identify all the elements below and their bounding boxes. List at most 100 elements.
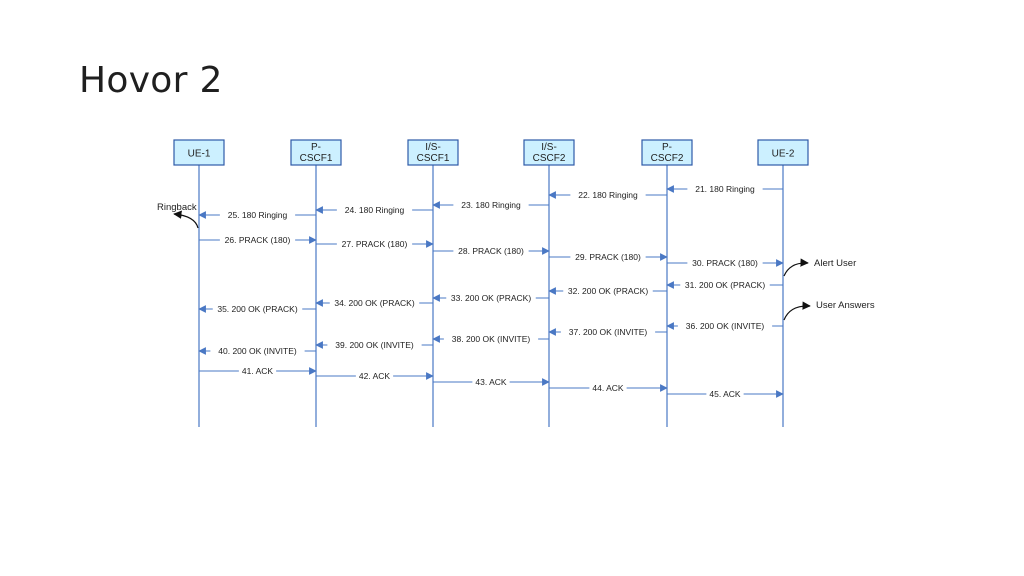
entity-box-pcscf2 bbox=[641, 139, 693, 166]
message-label-bg bbox=[238, 365, 277, 375]
entity-label-iscscf2: I/S- bbox=[541, 142, 557, 153]
message-label: 25. 180 Ringing bbox=[228, 210, 288, 220]
message-label-bg bbox=[336, 238, 413, 248]
message-label-bg bbox=[210, 345, 305, 355]
slide-title: Hovor 2 bbox=[79, 60, 223, 101]
message-23: 23. 180 Ringing bbox=[432, 199, 549, 210]
message-37: 37. 200 OK (INVITE) bbox=[548, 326, 667, 337]
message-label-bg bbox=[219, 234, 296, 244]
message-32: 32. 200 OK (PRACK) bbox=[548, 285, 667, 296]
message-label-bg bbox=[446, 292, 536, 302]
entity-box-iscscf1 bbox=[407, 139, 459, 166]
note-alert-user: Alert User bbox=[783, 258, 856, 277]
message-label: 26. PRACK (180) bbox=[225, 235, 291, 245]
message-label-bg bbox=[589, 382, 627, 392]
message-label-bg bbox=[687, 257, 763, 267]
message-42: 42. ACK bbox=[316, 370, 434, 381]
note-label: Alert User bbox=[814, 258, 856, 269]
note-ringback: Ringback bbox=[157, 202, 199, 229]
entity-label-pcscf2: P- bbox=[662, 142, 672, 153]
message-44: 44. ACK bbox=[549, 382, 668, 393]
message-label-bg bbox=[336, 204, 413, 214]
message-label-bg bbox=[570, 189, 646, 199]
message-29: 29. PRACK (180) bbox=[549, 251, 668, 262]
entity-box-ue2 bbox=[757, 139, 809, 166]
note-arrow bbox=[173, 210, 199, 229]
note-arrow bbox=[783, 258, 809, 277]
message-label: 21. 180 Ringing bbox=[695, 184, 755, 194]
entity-label-iscscf1: I/S- bbox=[425, 142, 441, 153]
message-label: 44. ACK bbox=[592, 383, 624, 393]
message-label: 32. 200 OK (PRACK) bbox=[568, 286, 648, 296]
entity-box-pcscf1 bbox=[290, 139, 342, 166]
note-user-answers: User Answers bbox=[783, 300, 875, 321]
message-30: 30. PRACK (180) bbox=[667, 257, 784, 268]
message-label: 23. 180 Ringing bbox=[461, 200, 521, 210]
message-label-bg bbox=[329, 297, 420, 307]
message-label-bg bbox=[219, 209, 296, 219]
message-27: 27. PRACK (180) bbox=[316, 238, 434, 249]
message-label: 27. PRACK (180) bbox=[342, 239, 408, 249]
message-41: 41. ACK bbox=[199, 365, 317, 376]
message-label-bg bbox=[677, 320, 773, 330]
entity-label-pcscf1: P- bbox=[311, 142, 321, 153]
message-label: 22. 180 Ringing bbox=[578, 190, 638, 200]
message-label: 36. 200 OK (INVITE) bbox=[686, 321, 765, 331]
message-label: 42. ACK bbox=[359, 371, 391, 381]
entity-label-ue2: UE-2 bbox=[772, 149, 795, 160]
message-label-bg bbox=[453, 199, 529, 209]
message-label-bg bbox=[570, 251, 646, 261]
message-label: 41. ACK bbox=[242, 366, 274, 376]
message-label: 35. 200 OK (PRACK) bbox=[217, 304, 297, 314]
message-label: 30. PRACK (180) bbox=[692, 258, 758, 268]
message-label: 39. 200 OK (INVITE) bbox=[335, 340, 414, 350]
note-label: Ringback bbox=[157, 202, 197, 213]
message-36: 36. 200 OK (INVITE) bbox=[666, 320, 783, 331]
message-26: 26. PRACK (180) bbox=[199, 234, 317, 245]
entity-label-pcscf2: CSCF2 bbox=[651, 153, 684, 164]
message-label-bg bbox=[327, 339, 422, 349]
entity-label-ue1: UE-1 bbox=[188, 149, 211, 160]
message-label: 38. 200 OK (INVITE) bbox=[452, 334, 531, 344]
message-label: 37. 200 OK (INVITE) bbox=[569, 327, 648, 337]
message-label-bg bbox=[443, 333, 539, 343]
message-22: 22. 180 Ringing bbox=[548, 189, 667, 200]
entity-box-ue1 bbox=[173, 139, 225, 166]
entity-box-iscscf2 bbox=[523, 139, 575, 166]
note-arrow bbox=[783, 301, 811, 321]
message-label-bg bbox=[560, 326, 656, 336]
message-label-bg bbox=[706, 388, 744, 398]
message-label-bg bbox=[472, 376, 510, 386]
message-label: 34. 200 OK (PRACK) bbox=[334, 298, 414, 308]
message-25: 25. 180 Ringing bbox=[198, 209, 316, 220]
message-label: 45. ACK bbox=[709, 389, 741, 399]
message-label: 33. 200 OK (PRACK) bbox=[451, 293, 531, 303]
entity-label-pcscf1: CSCF1 bbox=[300, 153, 333, 164]
message-31: 31. 200 OK (PRACK) bbox=[666, 279, 783, 290]
message-label: 29. PRACK (180) bbox=[575, 252, 641, 262]
message-label: 28. PRACK (180) bbox=[458, 246, 524, 256]
message-label: 43. ACK bbox=[475, 377, 507, 387]
message-39: 39. 200 OK (INVITE) bbox=[315, 339, 433, 350]
message-28: 28. PRACK (180) bbox=[433, 245, 550, 256]
message-label-bg bbox=[687, 183, 763, 193]
message-label: 24. 180 Ringing bbox=[345, 205, 405, 215]
message-21: 21. 180 Ringing bbox=[666, 183, 783, 194]
message-43: 43. ACK bbox=[433, 376, 550, 387]
message-label: 40. 200 OK (INVITE) bbox=[218, 346, 297, 356]
entity-label-iscscf1: CSCF1 bbox=[417, 153, 450, 164]
message-label: 31. 200 OK (PRACK) bbox=[685, 280, 765, 290]
message-34: 34. 200 OK (PRACK) bbox=[315, 297, 433, 308]
message-24: 24. 180 Ringing bbox=[315, 204, 433, 215]
message-label-bg bbox=[355, 370, 394, 380]
note-label: User Answers bbox=[816, 300, 875, 311]
message-33: 33. 200 OK (PRACK) bbox=[432, 292, 549, 303]
message-label-bg bbox=[212, 303, 303, 313]
message-40: 40. 200 OK (INVITE) bbox=[198, 345, 316, 356]
message-label-bg bbox=[453, 245, 529, 255]
message-38: 38. 200 OK (INVITE) bbox=[432, 333, 549, 344]
message-35: 35. 200 OK (PRACK) bbox=[198, 303, 316, 314]
message-45: 45. ACK bbox=[667, 388, 784, 399]
